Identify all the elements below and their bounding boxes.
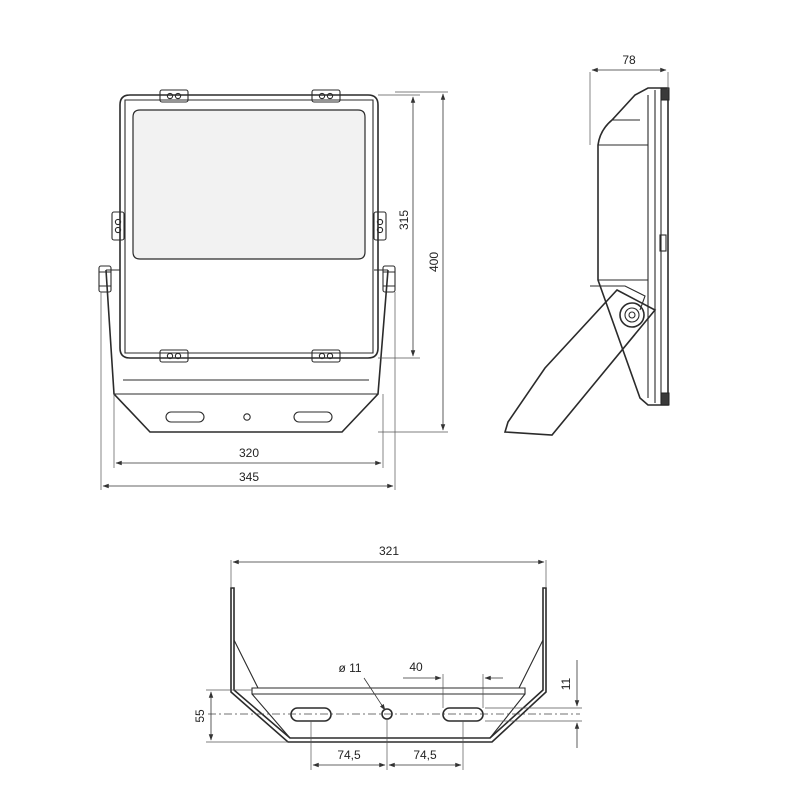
dim-400-label: 400 — [427, 252, 441, 272]
dim-315-label: 315 — [397, 210, 411, 230]
dim-78-label: 78 — [622, 53, 636, 67]
dim-345-label: 345 — [239, 470, 259, 484]
side-pivot — [619, 302, 645, 328]
bracket-slot-left — [290, 707, 332, 722]
dim-321-label: 321 — [379, 544, 399, 558]
side-view: 78 — [503, 53, 670, 436]
bracket-slot-right — [442, 707, 484, 722]
dim-74-5-left-label: 74,5 — [337, 748, 361, 762]
housing-clips — [111, 89, 387, 363]
front-horizontal-dimensions: 320 345 — [100, 292, 396, 490]
side-bracket-arm — [503, 289, 657, 436]
front-view: 315 400 320 345 — [98, 89, 448, 490]
dim-11-label: 11 — [559, 677, 573, 690]
bracket-view: 321 ø 11 40 11 55 74,5 74,5 — [193, 544, 582, 770]
dim-40-label: 40 — [409, 660, 423, 674]
glass-panel — [132, 109, 366, 260]
dim-hole-label: ø 11 — [338, 661, 361, 675]
dim-320-label: 320 — [239, 446, 259, 460]
front-bracket — [98, 265, 396, 433]
housing-outline — [119, 94, 379, 359]
dim-74-5-right-label: 74,5 — [413, 748, 437, 762]
front-vertical-dimensions: 315 400 — [378, 91, 448, 433]
dim-55-label: 55 — [193, 709, 207, 723]
side-housing — [597, 87, 669, 406]
